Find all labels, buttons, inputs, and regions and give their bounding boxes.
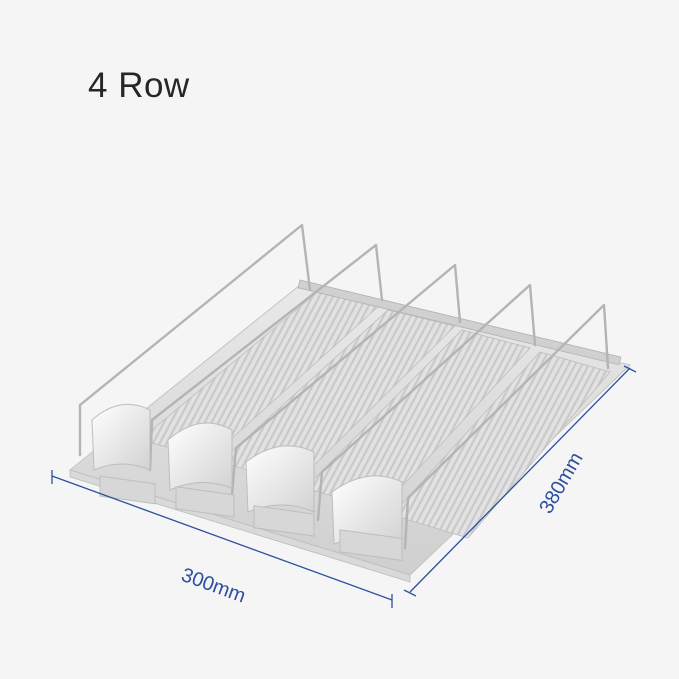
divider-wire [230, 263, 462, 497]
depth-label: 380mm [535, 449, 587, 518]
width-dimension [51, 470, 393, 608]
pusher-1 [91, 403, 156, 505]
divider-wire [403, 303, 610, 550]
divider-wires [78, 223, 610, 550]
product-title: 4 Row [88, 66, 190, 105]
divider-wire [316, 283, 537, 522]
pusher-3 [245, 445, 315, 537]
width-label: 300mm [178, 564, 248, 607]
roller-lane [391, 351, 611, 539]
roller-lanes [139, 289, 611, 539]
divider-wire [148, 243, 384, 472]
pusher-2 [167, 422, 235, 518]
pushers [91, 403, 403, 562]
pusher-4 [331, 475, 403, 562]
divider-wire [78, 223, 312, 457]
depth-dimension [403, 365, 637, 597]
